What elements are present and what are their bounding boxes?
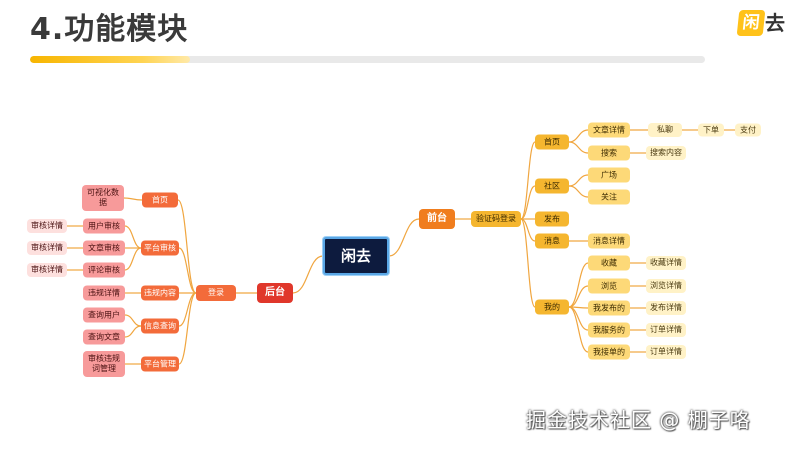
mindmap-node: 审核详情: [27, 219, 67, 233]
mindmap-node: 支付: [735, 123, 761, 137]
mindmap-node: 首页: [142, 192, 178, 208]
mindmap-node: 查询文章: [83, 329, 125, 345]
mindmap-node: 我的: [535, 299, 569, 315]
connector-line: [178, 292, 197, 365]
logo-word: 去: [765, 11, 785, 35]
mindmap-node: 收藏: [588, 255, 630, 271]
connector-line: [292, 255, 324, 294]
connector-line: [520, 141, 536, 220]
connector-line: [124, 225, 142, 249]
mindmap-node: 搜索: [588, 145, 630, 161]
connector-line: [568, 285, 589, 308]
mindmap-node: 平台管理: [141, 356, 179, 372]
connector-line: [568, 262, 589, 308]
mindmap-node: 违规详情: [83, 285, 125, 301]
connector-line: [568, 185, 589, 198]
mindmap-node: 文章审核: [83, 240, 125, 256]
mindmap-node: 违规内容: [141, 285, 179, 301]
watermark: 掘金技术社区 @ 棚子咯: [526, 408, 751, 432]
logo: 闲 去: [736, 10, 794, 38]
mindmap-node: 广场: [588, 167, 630, 183]
mindmap-node: 社区: [535, 178, 569, 194]
mindmap-node: 浏览: [588, 278, 630, 294]
mindmap-node: 审核详情: [27, 263, 67, 277]
mindmap-node: 文章详情: [588, 122, 630, 138]
connector-line: [124, 247, 142, 271]
mindmap-node: 可视化数据: [82, 185, 124, 211]
mindmap-node: 平台审核: [141, 240, 179, 256]
mindmap-node: 收藏详情: [646, 256, 686, 270]
connector-line: [124, 325, 142, 338]
mindmap-node: 前台: [419, 209, 455, 229]
mindmap-node: 信息查询: [141, 318, 179, 334]
mindmap-node: 登录: [196, 285, 236, 301]
mindmap-node: 审核违规词管理: [83, 351, 125, 377]
page-title: 4.功能模块: [30, 12, 189, 47]
mindmap-node: 关注: [588, 189, 630, 205]
connector-line: [520, 218, 536, 308]
mindmap-node: 消息详情: [588, 233, 630, 249]
connector-line: [520, 185, 536, 220]
title-underline: [30, 56, 705, 63]
connector-line: [568, 174, 589, 187]
mindmap-node: 浏览详情: [646, 279, 686, 293]
connector-line: [123, 197, 143, 201]
connector-line: [568, 306, 589, 331]
mindmap-node: 发布: [535, 211, 569, 227]
mindmap-node: 消息: [535, 233, 569, 249]
mindmap-root: 闲去: [323, 237, 389, 275]
mindmap-node: 后台: [257, 283, 293, 303]
connector-line: [178, 292, 197, 327]
mindmap-node: 我服务的: [588, 322, 630, 338]
mindmap-node: 订单详情: [646, 345, 686, 359]
mindmap-node: 首页: [535, 134, 569, 150]
mindmap-node: 评论审核: [83, 262, 125, 278]
mindmap-node: 发布详情: [646, 301, 686, 315]
mindmap-node: 验证码登录: [471, 211, 521, 227]
connector-line: [568, 129, 589, 143]
connector-line: [177, 199, 197, 294]
connector-line: [568, 141, 589, 154]
connector-line: [124, 314, 142, 327]
connector-line: [178, 247, 197, 294]
mindmap-node: 下单: [698, 123, 724, 137]
mindmap-node: 查询用户: [83, 307, 125, 323]
mindmap-node: 私聊: [648, 123, 682, 137]
mindmap-node: 用户审核: [83, 218, 125, 234]
mindmap-node: 我发布的: [588, 300, 630, 316]
mindmap-node: 订单详情: [646, 323, 686, 337]
title-underline-accent: [30, 56, 190, 63]
mindmap-node: 搜索内容: [646, 146, 686, 160]
connector-line: [568, 306, 589, 353]
mindmap-node: 审核详情: [27, 241, 67, 255]
mindmap-node: 我接单的: [588, 344, 630, 360]
connector-line: [388, 218, 420, 257]
